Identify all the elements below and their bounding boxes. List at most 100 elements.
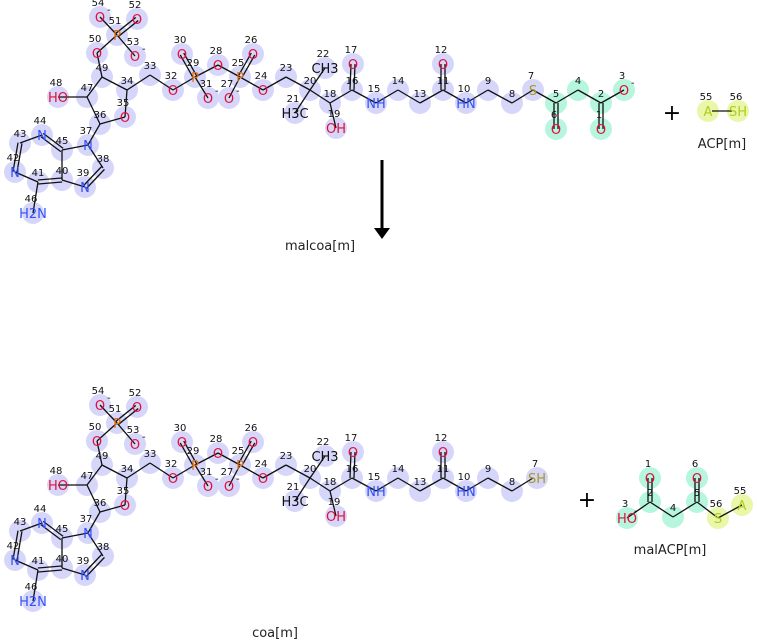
double-bond-line bbox=[37, 177, 62, 181]
bond bbox=[172, 464, 196, 479]
bond bbox=[600, 89, 625, 104]
atom-label-6: O bbox=[551, 123, 561, 138]
atom-label-bg bbox=[347, 57, 359, 71]
bond bbox=[309, 89, 331, 104]
double-bond-line bbox=[237, 52, 252, 77]
bond bbox=[217, 452, 241, 466]
double-bond-line bbox=[16, 531, 23, 561]
double-bond-line bbox=[40, 136, 62, 153]
atom-label-bg bbox=[595, 122, 607, 136]
atom-label-bg bbox=[550, 122, 562, 136]
double-bond-line bbox=[16, 143, 23, 173]
atom-label-32: O bbox=[168, 472, 178, 487]
atom-number: 17 bbox=[345, 45, 358, 56]
atom-label-42: N bbox=[10, 166, 20, 181]
bond bbox=[442, 477, 467, 492]
double-bond-line bbox=[117, 20, 139, 38]
atom-number: 24 bbox=[255, 71, 268, 82]
atom-label-44: N bbox=[37, 129, 47, 144]
bond bbox=[351, 89, 377, 104]
atom-number: 51 bbox=[109, 16, 122, 27]
double-bond-line bbox=[42, 132, 64, 149]
atom-number: 56 bbox=[730, 92, 743, 103]
bond bbox=[32, 569, 39, 602]
bond bbox=[87, 511, 101, 534]
bond bbox=[124, 477, 128, 506]
bond bbox=[649, 501, 674, 518]
atom-label-54: O bbox=[95, 11, 105, 26]
atom-number: 14 bbox=[392, 76, 405, 87]
double-bond-line bbox=[37, 565, 62, 569]
atom-label-bg bbox=[702, 104, 714, 118]
reactant-name-acp: ACP[m] bbox=[698, 137, 746, 152]
atom-label-bg bbox=[330, 121, 342, 135]
atom-number: 26 bbox=[245, 423, 258, 434]
atom-label-3: HO bbox=[617, 512, 637, 527]
atom-label-39: N bbox=[80, 569, 90, 584]
atom-number: 34 bbox=[121, 464, 134, 475]
reactant-name-malcoa: malcoa[m] bbox=[285, 239, 355, 254]
atom-label-27: O bbox=[224, 92, 234, 107]
atom-number: 22 bbox=[317, 49, 330, 60]
bond bbox=[262, 76, 287, 91]
atom-number: 23 bbox=[280, 451, 293, 462]
atom-label-3: O bbox=[619, 84, 629, 99]
double-bond-line bbox=[12, 142, 19, 172]
double-bond-line bbox=[179, 54, 194, 79]
atom-label-26: O bbox=[248, 436, 258, 451]
atom-number: 52 bbox=[129, 388, 142, 399]
atom-number: 41 bbox=[32, 556, 45, 567]
atom-number: 50 bbox=[89, 34, 102, 45]
bond bbox=[511, 89, 534, 104]
atom-label-bg bbox=[247, 435, 259, 449]
atom-label-35: O bbox=[120, 499, 130, 514]
bond bbox=[87, 532, 104, 557]
atom-label-25: P bbox=[236, 71, 244, 86]
bond bbox=[555, 89, 579, 104]
atom-label-bg bbox=[247, 47, 259, 61]
double-bond-line bbox=[42, 520, 64, 537]
atom-number: 46 bbox=[25, 582, 38, 593]
atom-label-21: H3C bbox=[281, 495, 308, 510]
bond bbox=[239, 76, 264, 91]
atom-label-19: OH bbox=[326, 510, 346, 525]
bond bbox=[86, 464, 103, 486]
bond bbox=[696, 501, 719, 519]
product-name-malacp: malACP[m] bbox=[634, 543, 707, 558]
atom-label-52: O bbox=[132, 13, 142, 28]
atom-label-7: S bbox=[529, 84, 537, 99]
charge-3: - bbox=[634, 506, 638, 517]
bond bbox=[14, 171, 39, 183]
bond bbox=[285, 76, 311, 91]
atom-label-54: O bbox=[95, 399, 105, 414]
atom-number: 23 bbox=[280, 63, 293, 74]
atom-number: 44 bbox=[34, 504, 47, 515]
atom-label-46: H2N bbox=[19, 207, 47, 222]
bond bbox=[465, 477, 489, 492]
double-bond-line bbox=[353, 64, 356, 91]
bond bbox=[99, 504, 126, 513]
bond bbox=[126, 462, 151, 479]
atom-label-29: P bbox=[191, 71, 199, 86]
atom-number: 46 bbox=[25, 194, 38, 205]
bond bbox=[309, 455, 326, 479]
double-bond-line bbox=[183, 52, 198, 77]
atom-label-22: CH3 bbox=[311, 450, 338, 465]
atom-number: 20 bbox=[304, 464, 317, 475]
bond bbox=[116, 34, 136, 57]
double-bond-line bbox=[38, 569, 63, 573]
bond bbox=[442, 89, 467, 104]
atom-label-bg bbox=[437, 57, 449, 71]
reaction-arrow-head bbox=[374, 228, 390, 239]
atom-number: 12 bbox=[435, 433, 448, 444]
double-bond-line bbox=[83, 554, 103, 575]
product-name-coa: coa[m] bbox=[252, 626, 298, 640]
charge-54: - bbox=[107, 393, 111, 404]
bond bbox=[294, 477, 311, 502]
atom-number: 13 bbox=[414, 89, 427, 100]
atom-number: 3 bbox=[619, 71, 625, 82]
atom-number: 1 bbox=[596, 110, 602, 121]
atom-label-10: HN bbox=[456, 97, 476, 112]
atom-label-24: O bbox=[258, 84, 268, 99]
double-bond-line bbox=[179, 442, 194, 467]
